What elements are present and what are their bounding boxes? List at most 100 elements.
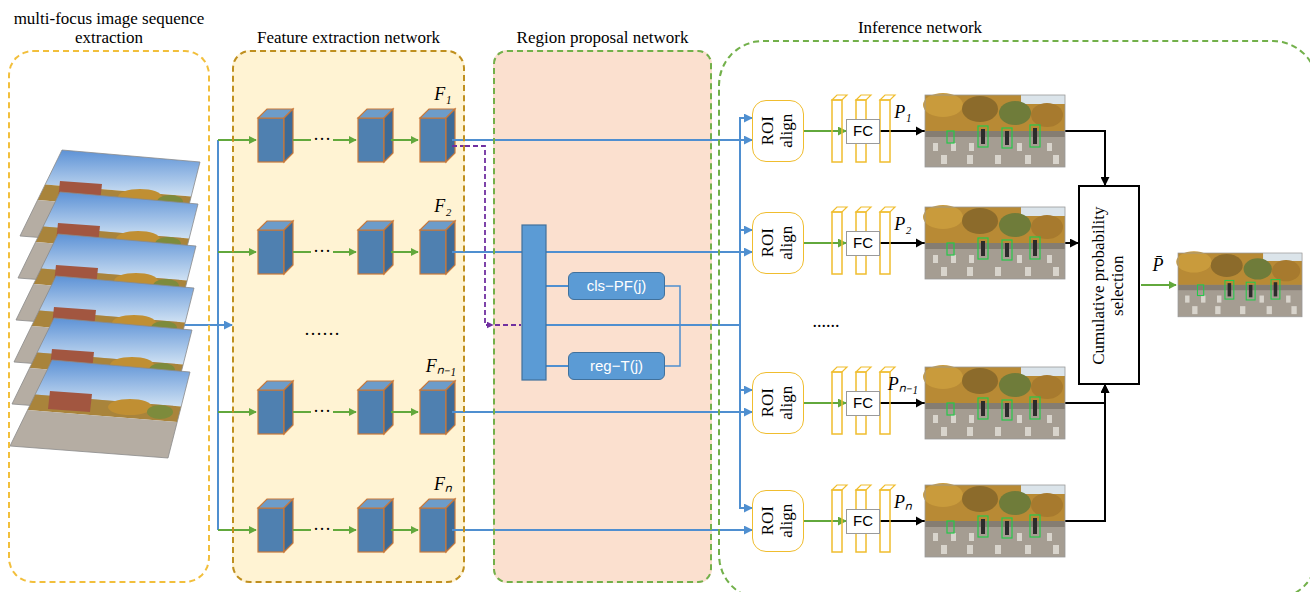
feature-block (420, 109, 455, 162)
feature-block (358, 499, 393, 552)
input-bus (217, 140, 219, 530)
fc-slab (880, 100, 890, 162)
probability-label: P̄ (1153, 255, 1164, 277)
branch-arrow (218, 411, 256, 413)
rpn-line (546, 285, 568, 287)
row-arrow (333, 411, 356, 413)
arrowhead (916, 239, 924, 248)
probability-label: P₁ (894, 102, 911, 124)
ellipsis: ··· (313, 129, 331, 151)
row-line (293, 529, 311, 531)
fc-slab (856, 207, 871, 212)
box-label: ROI align (759, 376, 796, 430)
box-label: FC (853, 234, 873, 252)
roi-align-box: ROI align (752, 212, 804, 274)
roi-align-box: ROI align (752, 490, 804, 552)
connector (804, 402, 846, 404)
fc-slab (856, 95, 871, 100)
probability-label: Pₙ (894, 492, 912, 514)
feature-block (358, 109, 393, 162)
final-image (1176, 251, 1302, 317)
output-head-box: reg−T(j) (568, 352, 665, 380)
connector (465, 529, 752, 531)
roi-align-box: ROI align (752, 100, 804, 162)
fc-slab (880, 490, 890, 552)
fc-slab (880, 95, 895, 100)
region-heading: Inference network (820, 18, 1020, 38)
region-panel: Inference networkROI alignROI alignROI a… (718, 40, 1310, 592)
feature-block (420, 221, 455, 274)
fc-slab (880, 212, 890, 274)
feature-map-label: F₁ (434, 84, 451, 106)
connector (804, 242, 846, 244)
feature-block (258, 381, 293, 434)
connector (465, 146, 493, 325)
connector (465, 139, 752, 141)
connector (804, 130, 846, 132)
connector (804, 520, 846, 522)
branch-arrow (218, 139, 256, 141)
fc-slab (832, 485, 847, 490)
feature-map-label: Fₙ (434, 474, 452, 496)
ellipsis: ··· (313, 519, 331, 541)
fc-slab (832, 100, 842, 162)
row-arrow (391, 411, 418, 413)
connector (210, 324, 232, 326)
fc-slab (880, 485, 895, 490)
row-line (293, 139, 311, 141)
row-arrow (333, 251, 356, 253)
fc-slab (832, 212, 842, 274)
box-label: cls−PF(j) (587, 277, 647, 295)
box-label: FC (853, 122, 873, 140)
arrowhead (916, 127, 924, 136)
arrowhead (916, 399, 924, 408)
row-line (293, 251, 311, 253)
feature-block (258, 499, 293, 552)
branch-arrow (218, 251, 256, 253)
row-arrow (391, 251, 418, 253)
ellipsis: ··· (313, 401, 331, 423)
region-heading: Feature extraction network (232, 28, 465, 48)
rpn-bracket (665, 286, 680, 366)
rpn-line (546, 365, 568, 367)
ellipsis: ··· (313, 241, 331, 263)
ellipsis: …… (304, 319, 340, 341)
fc-layer-box: FC (846, 119, 880, 144)
feature-block (420, 499, 455, 552)
box-label: reg−T(j) (590, 357, 643, 375)
box-label: Cumulative probability selection (1090, 197, 1127, 373)
selection-box: Cumulative probability selection (1078, 185, 1140, 385)
feature-block (258, 109, 293, 162)
detection-image (923, 93, 1065, 167)
fc-slab (832, 490, 842, 552)
fc-layer-box: FC (846, 509, 880, 534)
box-label: ROI align (759, 494, 796, 548)
region-fill (493, 50, 712, 583)
box-label: FC (853, 512, 873, 530)
row-arrow (333, 139, 356, 141)
fc-slab (832, 367, 847, 372)
output-head-box: cls−PF(j) (568, 272, 665, 300)
region-heading: multi-focus image sequence extraction (8, 9, 210, 48)
connector (465, 251, 752, 253)
region-heading: Region proposal network (493, 28, 712, 48)
feature-map-label: F₂ (434, 196, 451, 218)
probability-label: Pₙ₋₁ (888, 374, 918, 396)
output-arrow (1141, 284, 1176, 286)
feature-block (358, 381, 393, 434)
detection-image (923, 205, 1065, 279)
fc-layer-box: FC (846, 231, 880, 256)
feature-block (258, 221, 293, 274)
arrowhead (916, 517, 924, 526)
detection-image (923, 365, 1065, 439)
row-line (293, 411, 311, 413)
row-arrow (391, 139, 418, 141)
fc-slab (880, 207, 895, 212)
rpn-line (546, 324, 712, 326)
box-label: FC (853, 394, 873, 412)
row-arrow (333, 529, 356, 531)
region-panel: Region proposal networkcls−PF(j)reg−T(j) (493, 50, 712, 583)
fc-layer-box: FC (846, 391, 880, 416)
roi-align-box: ROI align (752, 372, 804, 434)
